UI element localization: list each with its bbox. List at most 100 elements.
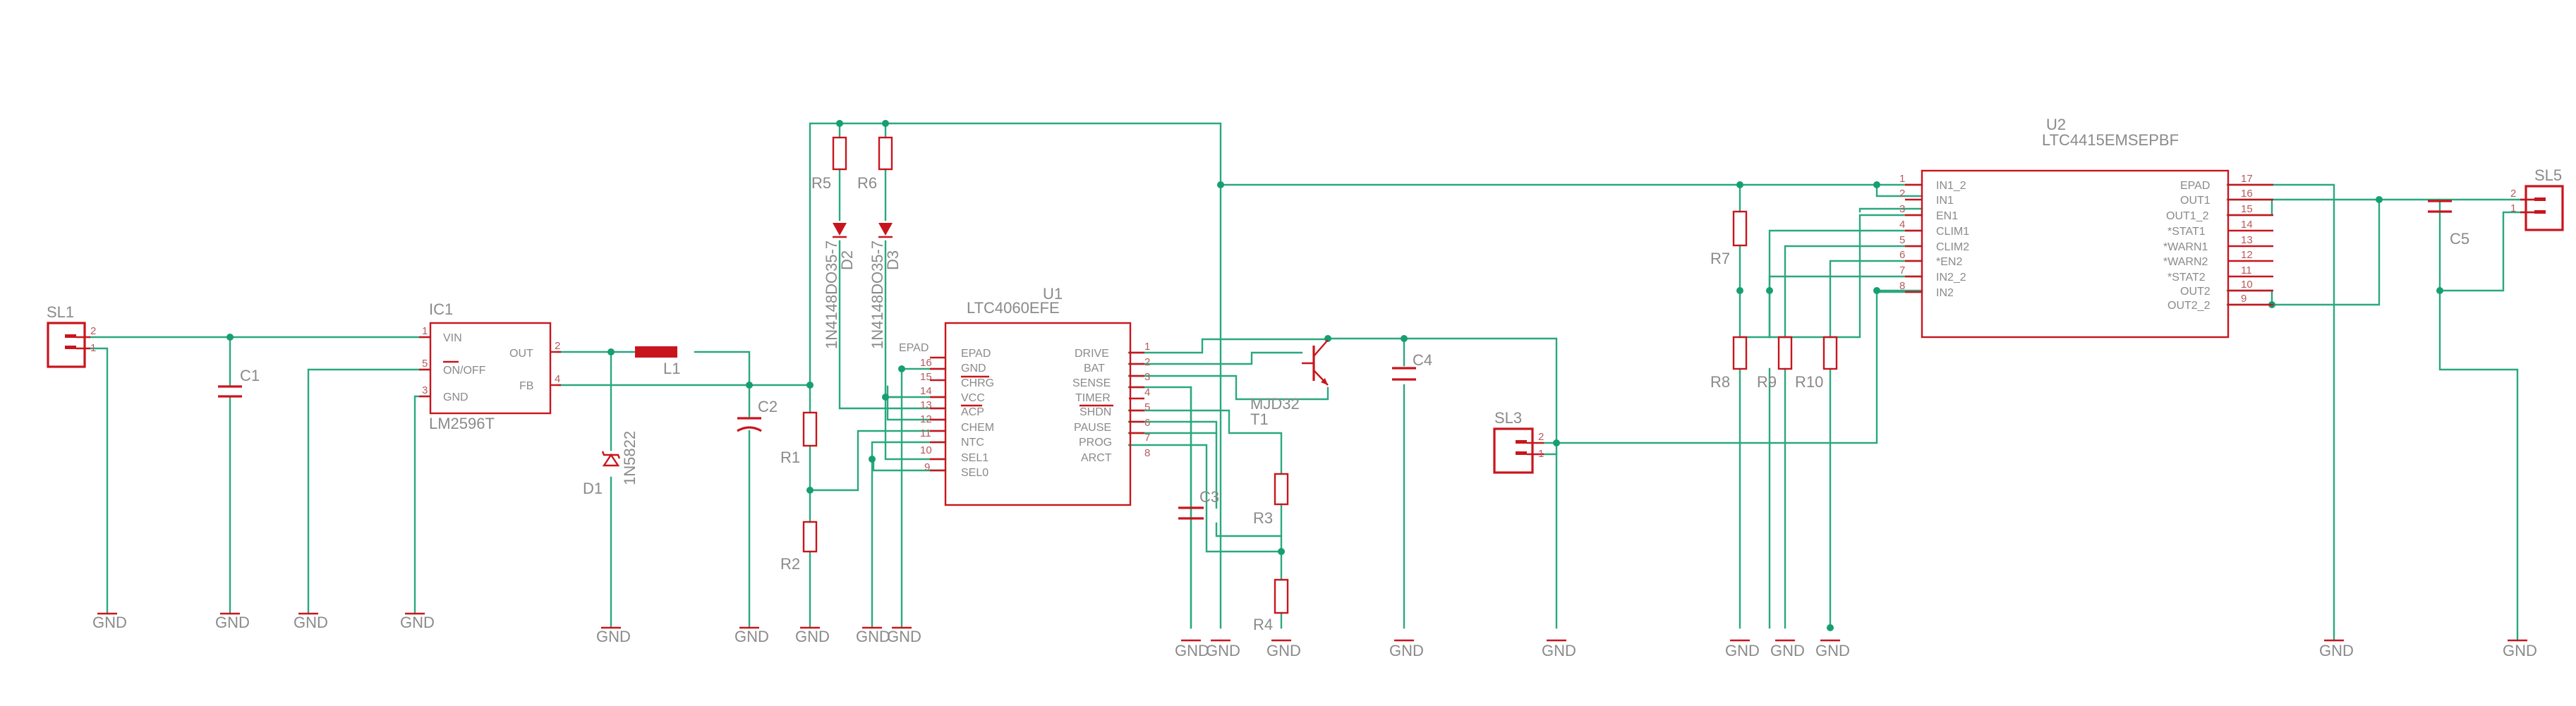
pin-label: OUT1 [2180, 195, 2211, 207]
pin-number: 6 [1144, 417, 1150, 429]
pin-label: *STAT2 [2167, 272, 2206, 284]
pin-number: 11 [2241, 264, 2252, 276]
pin-number: 8 [1144, 447, 1150, 459]
pin-number: 5 [1144, 401, 1150, 413]
pin-number: 16 [920, 357, 932, 369]
capacitor-c1: C1 [218, 367, 260, 398]
ground-labels: GND GND GND GND GND GND GND GND GND GND … [92, 614, 2537, 659]
pin-label: CLIM2 [1936, 241, 1969, 253]
u2-ltc4415emsepbf: U2 LTC4415EMSEPBF IN1_2 IN1 EN1 CLIM1 CL… [1899, 116, 2273, 339]
capacitor-c3: C3 [1178, 488, 1219, 520]
inductor-l1: L1 [635, 346, 680, 377]
part-name: C3 [1199, 488, 1219, 506]
diode-d2: D2 1N4148DO35-7 [823, 223, 856, 349]
wires [89, 122, 2540, 642]
resistor-r10: R10 [1795, 336, 1838, 391]
pin-label: *WARN2 [2163, 256, 2208, 268]
gnd-label: GND [1206, 642, 1240, 659]
part-value: LM2596T [429, 415, 495, 432]
pin-number: 1 [422, 325, 428, 337]
pin-label: DRIVE [1075, 348, 1109, 360]
pin-number: 6 [1899, 249, 1905, 261]
u2-right-pins [2228, 183, 2273, 306]
part-value: 1N4148DO35-7 [869, 241, 886, 349]
part-value: 1N5822 [621, 431, 639, 485]
resistor-r6: R6 [857, 136, 893, 192]
connector-name: SL5 [2534, 166, 2562, 184]
pin-label: OUT [509, 348, 533, 360]
pin-label: CHRG [961, 377, 994, 389]
pin-label: CLIM1 [1936, 226, 1969, 238]
pin-label: ARCT [1081, 452, 1112, 464]
pin-number: 3 [422, 384, 428, 396]
pin-number: 4 [1144, 387, 1150, 398]
resistor-r2: R2 [780, 521, 818, 573]
pin-number: 15 [920, 371, 932, 383]
pin-number: 2 [555, 340, 560, 352]
part-name: D1 [583, 480, 603, 497]
pin-number: 7 [1144, 432, 1150, 444]
pin-label: *STAT1 [2167, 226, 2206, 238]
part-value: 1N4148DO35-7 [823, 241, 840, 349]
pin-label: SENSE [1072, 377, 1111, 389]
pin-number: 13 [920, 399, 932, 411]
pin-number: 1 [1899, 173, 1905, 185]
pin-number: 14 [920, 385, 932, 397]
pin-number: 15 [2241, 203, 2253, 215]
gnd-label: GND [2319, 642, 2354, 659]
capacitor-c2: C2 [737, 398, 778, 432]
pin-label: TIMER [1075, 392, 1111, 404]
epad-label: EPAD [899, 342, 929, 354]
pin-number: 9 [924, 461, 930, 473]
part-name: R4 [1253, 616, 1273, 633]
pin-label: CHEM [961, 422, 994, 434]
gnd-label: GND [1542, 642, 1576, 659]
pin-number: 17 [2241, 173, 2253, 185]
part-name: R2 [780, 555, 800, 573]
part-name: R6 [857, 174, 877, 192]
gnd-label: GND [734, 628, 769, 645]
resistor-r9: R9 [1757, 336, 1793, 391]
pin-number: 2 [1899, 188, 1905, 200]
pin-label: FB [519, 380, 533, 392]
pin-label: ON/OFF [443, 365, 486, 377]
gnd-label: GND [1815, 642, 1850, 659]
part-name: R1 [780, 449, 800, 466]
gnd-label: GND [2503, 642, 2537, 659]
part-value: LTC4060EFE [967, 299, 1060, 317]
pin-label: NTC [961, 437, 984, 449]
capacitor-c4: C4 [1392, 351, 1432, 381]
ground-symbols [97, 612, 2527, 642]
part-name: U1 [1043, 285, 1063, 303]
pin-label: VIN [443, 332, 462, 344]
pin-number: 10 [2241, 279, 2253, 291]
u1-right-pins [1129, 351, 1144, 434]
gnd-label: GND [294, 614, 328, 631]
part-name: R7 [1710, 250, 1730, 267]
part-name: C1 [240, 367, 260, 384]
part-value: LTC4415EMSEPBF [2042, 131, 2179, 149]
connector-sl5: SL5 2 1 [2510, 166, 2564, 231]
pin-label: IN2 [1936, 287, 1954, 299]
pin-number: 12 [2241, 249, 2253, 261]
gnd-label: GND [1175, 642, 1209, 659]
u1-ltc4060efe: U1 LTC4060EFE EPAD EPAD GND CHRG VCC ACP… [899, 285, 1150, 506]
pin-label: OUT2_2 [2167, 300, 2211, 312]
pin-label: *WARN1 [2163, 241, 2208, 253]
pin-number: 7 [1899, 264, 1905, 276]
part-name: R8 [1710, 373, 1730, 391]
transistor-t1: MJD32 T1 [1250, 339, 1329, 428]
part-name: R10 [1795, 373, 1823, 391]
resistor-r4: R4 [1253, 578, 1289, 633]
pin-label: SHDN [1080, 406, 1111, 418]
part-name: U2 [2046, 116, 2066, 133]
pin-label: IN1 [1936, 195, 1954, 207]
pin-label: PAUSE [1074, 422, 1111, 434]
pin-number: 3 [1144, 371, 1150, 383]
junctions [226, 120, 2443, 631]
resistor-r3: R3 [1253, 473, 1289, 527]
pin-label: IN2_2 [1936, 272, 1966, 284]
gnd-label: GND [856, 628, 890, 645]
resistor-r7: R7 [1710, 210, 1748, 267]
